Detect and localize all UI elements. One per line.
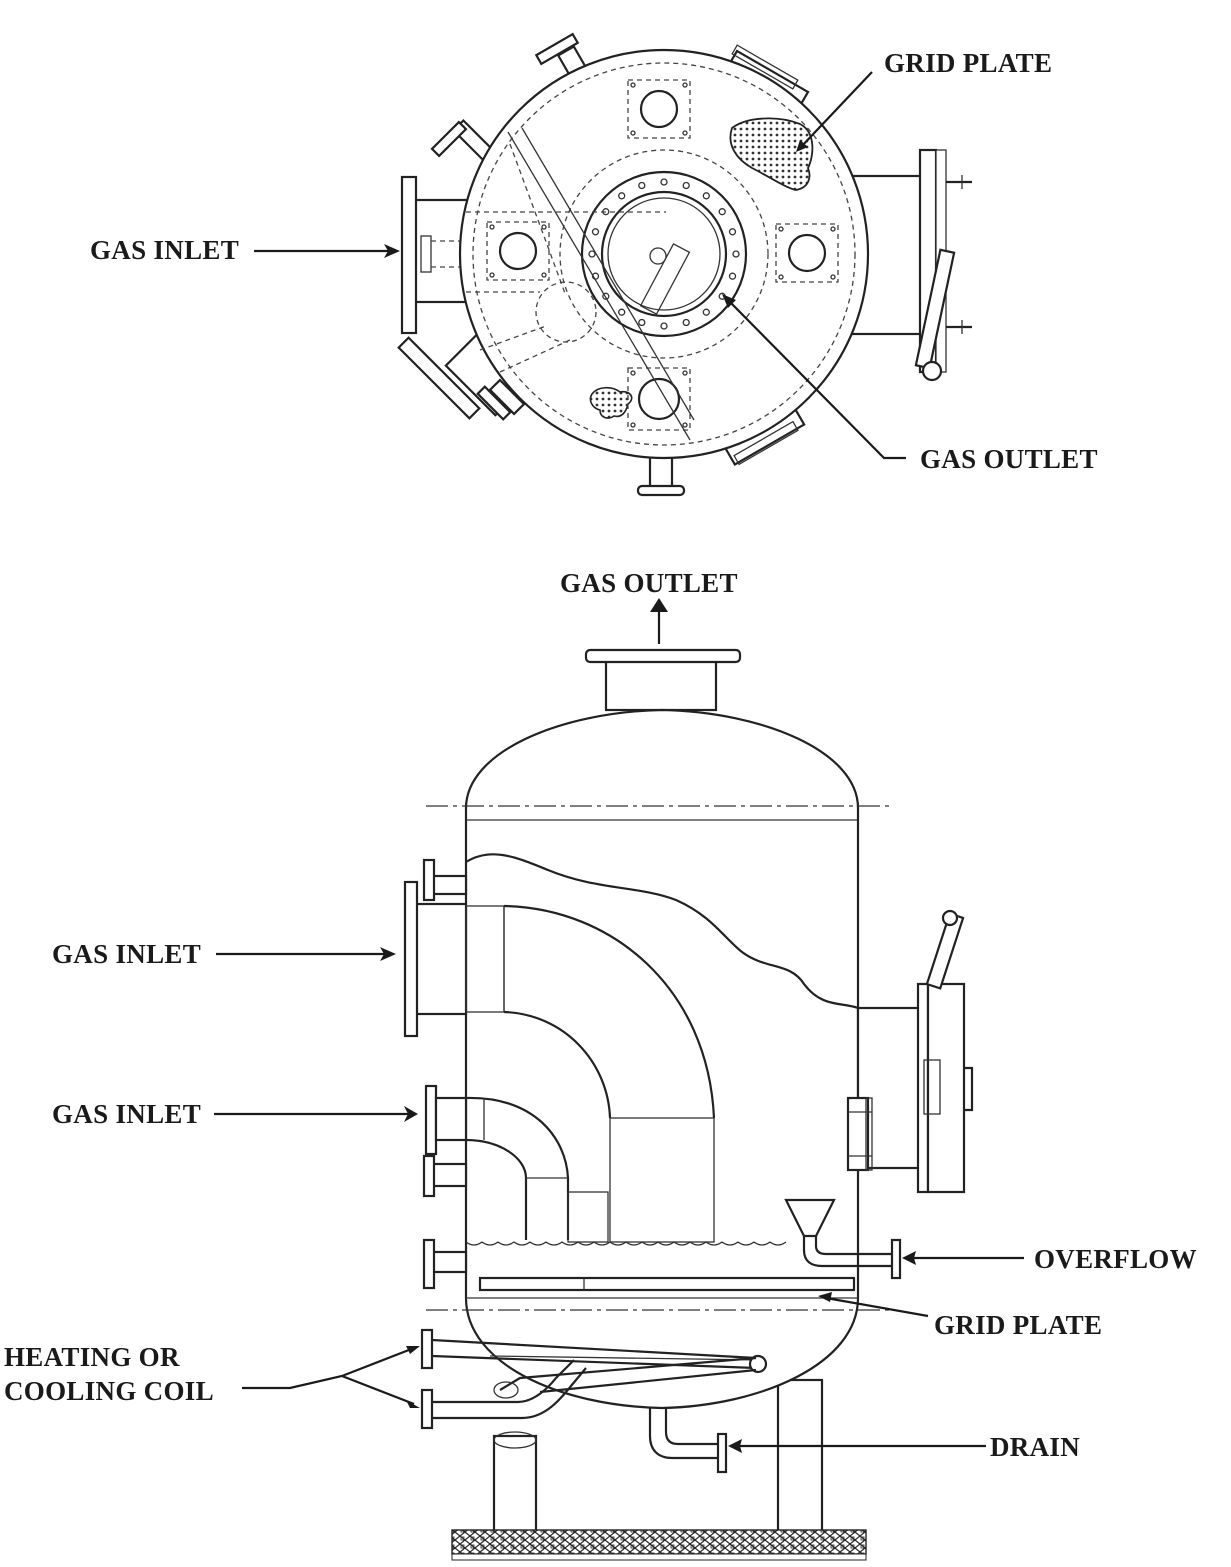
- plan-nozzle-pad-right: [775, 223, 839, 283]
- elev-outlet-nozzle: [584, 598, 742, 712]
- plan-flange-bolt: [682, 181, 690, 190]
- elev-label-overflow: OVERFLOW: [1034, 1244, 1197, 1274]
- plan-flange-bolt: [618, 308, 626, 316]
- plan-view: GRID PLATE GAS INLET GAS OUTLET: [90, 32, 1098, 497]
- plan-flange-bolt: [728, 272, 737, 280]
- elevation-view: GAS OUTLET GAS INLET GAS INLET OVERFLOW …: [4, 568, 1197, 1561]
- plan-flange-bolt: [718, 208, 726, 216]
- plan-shell-inner: [472, 62, 856, 446]
- elev-overflow-arrow: [902, 1251, 916, 1265]
- elev-label-grid-plate: GRID PLATE: [934, 1310, 1102, 1340]
- elev-sight-glass: [846, 1096, 873, 1172]
- plan-label-grid-plate: GRID PLATE: [884, 48, 1052, 78]
- plan-label-gas-inlet: GAS INLET: [90, 235, 239, 265]
- plan-flange-bolt: [602, 292, 610, 300]
- plan-nozzle-lower-left-small: [476, 378, 526, 421]
- elev-upper-inlet-elbow: [403, 880, 716, 1243]
- plan-nozzle-pad-top: [627, 79, 691, 139]
- plan-flange-bolt: [660, 322, 668, 330]
- plan-flange-bolt: [591, 228, 600, 236]
- plan-flange-bolt: [638, 318, 646, 327]
- elev-heating-coil-leader: [242, 1346, 415, 1406]
- elev-vessel-shell: [464, 708, 860, 1410]
- elev-heating-coil: [420, 1328, 768, 1430]
- elev-top-small-nozzle: [422, 858, 468, 902]
- elev-label-gas-inlet-lower: GAS INLET: [52, 1099, 201, 1129]
- elev-drain: [648, 1408, 728, 1474]
- plan-flange-bolt: [732, 250, 740, 258]
- plan-internal-inlet-pipe: [466, 127, 695, 441]
- plan-flange-bolt: [588, 250, 596, 258]
- elev-label-drain: DRAIN: [990, 1432, 1080, 1462]
- elev-grid-plate: [478, 1276, 856, 1292]
- plan-outlet-pipe-end: [649, 247, 667, 265]
- plan-nozzle-pad-bottom: [627, 367, 691, 431]
- plan-flange-bolt: [638, 181, 646, 190]
- plan-flange-bolt: [702, 308, 710, 316]
- elev-heating-coil-arrow-lower: [406, 1400, 420, 1408]
- plan-flange-bolt: [618, 192, 626, 200]
- plan-outlet-ring: [600, 190, 728, 318]
- plan-label-gas-outlet: GAS OUTLET: [920, 444, 1098, 474]
- plan-outlet-pipe-stub: [639, 242, 691, 316]
- elev-left-small-nozzle-2: [422, 1238, 468, 1290]
- plan-outlet-bore: [607, 197, 721, 311]
- elev-label-gas-inlet-upper: GAS INLET: [52, 939, 201, 969]
- elev-lower-inlet-elbow: [424, 1084, 609, 1243]
- plan-flange-bolt: [728, 228, 737, 236]
- plan-flange-ring-outer: [559, 149, 769, 359]
- plan-grid-plate-leader: [799, 71, 873, 149]
- plan-flange-bolt: [660, 178, 668, 186]
- plan-grid-plate-arrow: [796, 140, 808, 152]
- elev-grid-plate-leader: [825, 1296, 929, 1318]
- elev-gas-inlet-lower-arrow: [404, 1106, 418, 1122]
- elev-cutaway-edge: [465, 853, 859, 1010]
- elev-left-small-nozzle-1: [422, 1154, 468, 1198]
- plan-flange-bolt: [702, 192, 710, 200]
- elev-label-heating-coil-line2: COOLING COIL: [4, 1376, 214, 1406]
- elev-label-gas-outlet: GAS OUTLET: [560, 568, 738, 598]
- plan-small-grid-patch: [589, 386, 633, 419]
- elev-gas-inlet-upper-arrow: [380, 947, 396, 961]
- elev-grid-plate-arrow: [818, 1292, 832, 1302]
- elev-manway: [856, 909, 974, 1194]
- plan-gas-inlet-arrow: [384, 244, 400, 258]
- plan-nozzle-pad-left: [486, 221, 550, 281]
- plan-flange-bolt: [682, 318, 690, 327]
- plan-gas-outlet-arrow: [722, 294, 736, 308]
- plan-bolt-circle: [588, 178, 740, 330]
- plan-grid-plate-patch: [729, 117, 814, 191]
- elev-legs: [451, 1378, 867, 1561]
- elev-liquid-level: [465, 1241, 787, 1246]
- plan-gas-outlet-leader: [729, 301, 906, 460]
- elev-heating-coil-arrow-upper: [406, 1346, 420, 1354]
- elev-label-heating-coil-line1: HEATING OR: [4, 1342, 180, 1372]
- elev-drain-arrow: [728, 1439, 742, 1453]
- elev-overflow-funnel: [784, 1198, 902, 1280]
